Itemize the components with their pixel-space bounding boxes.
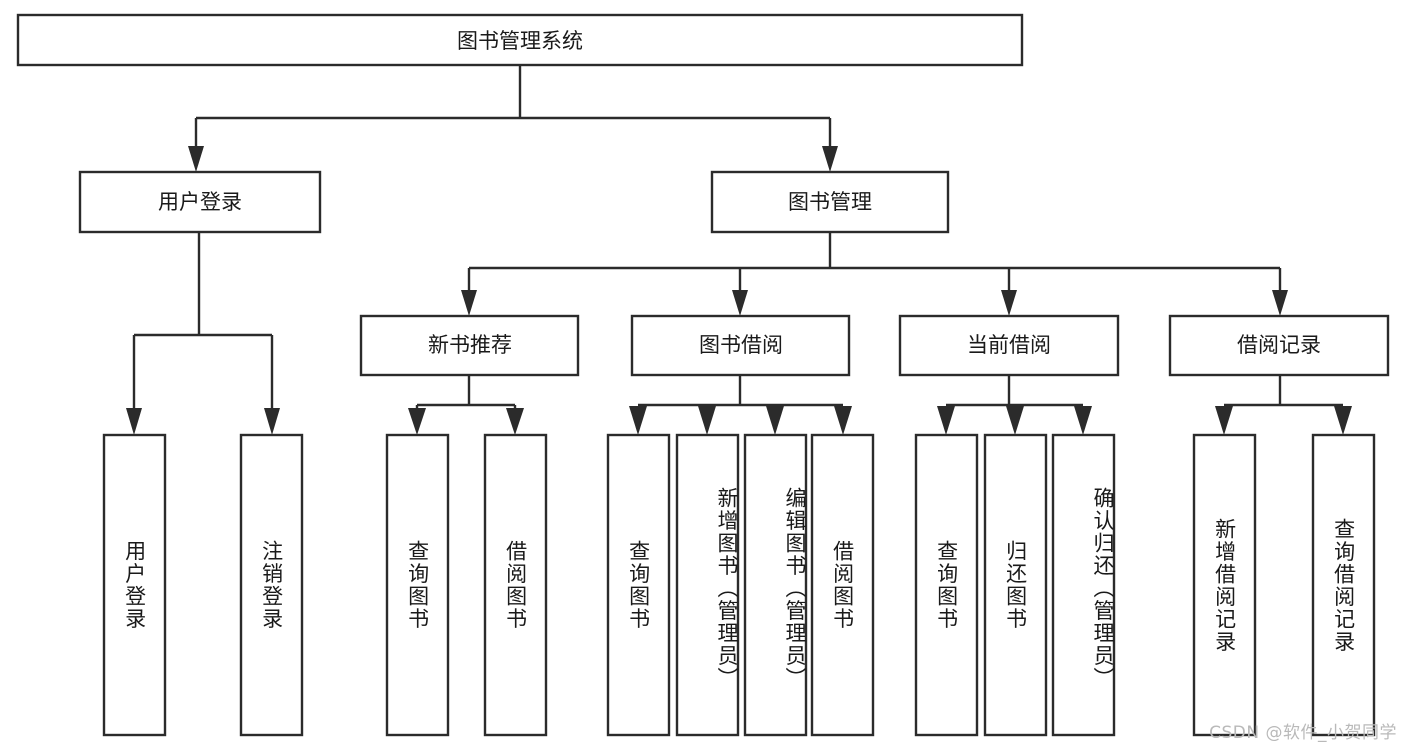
node-new-book-recommend[interactable]	[359, 314, 580, 377]
node-new-book-recommend-label: 新书推荐	[428, 333, 512, 357]
node-user-login[interactable]	[78, 170, 322, 234]
leaf-box-cb-query-book[interactable]	[914, 433, 979, 737]
leaf-box-bb-add-book[interactable]	[675, 433, 740, 737]
leaf-box-bb-edit-book[interactable]	[743, 433, 808, 737]
leaf-box-nbr-query-book[interactable]	[385, 433, 450, 737]
node-current-borrow-label: 当前借阅	[967, 333, 1051, 357]
leaf-box-logout[interactable]	[239, 433, 304, 737]
arrow-head-leaf-logout	[264, 408, 280, 435]
arrow-head-bb-leaf-4	[834, 406, 852, 435]
arrow-head-book-borrow	[732, 290, 748, 316]
arrow-head-bb-leaf-2	[698, 406, 716, 435]
node-layer: 图书管理系统 用户登录 图书管理 新书推荐 图书借阅 当前借阅 借阅记录	[16, 13, 1390, 737]
node-borrow-records[interactable]	[1168, 314, 1390, 377]
node-book-management-label: 图书管理	[788, 190, 872, 214]
leaf-box-br-query-record[interactable]	[1311, 433, 1376, 737]
arrow-head-book-mgmt	[822, 146, 838, 172]
arrow-head-br-leaf-1	[1215, 406, 1233, 435]
arrow-head-bb-leaf-3	[766, 406, 784, 435]
node-book-borrow[interactable]	[630, 314, 851, 377]
leaf-box-user-login[interactable]	[102, 433, 167, 737]
csdn-watermark: CSDN @软件_小贺同学	[1209, 723, 1397, 743]
leaf-box-br-add-record[interactable]	[1192, 433, 1257, 737]
leaf-box-cb-confirm-return[interactable]	[1051, 433, 1116, 737]
arrow-head-nbr-leaf-2	[506, 408, 524, 435]
arrow-head-leaf-user-login	[126, 408, 142, 435]
node-borrow-records-label: 借阅记录	[1237, 333, 1321, 357]
arrow-head-cb-leaf-2	[1006, 406, 1024, 435]
arrow-head-bb-leaf-1	[629, 406, 647, 435]
node-root-label: 图书管理系统	[457, 29, 583, 53]
connector-layer	[126, 65, 1352, 435]
arrow-head-nbr-leaf-1	[408, 408, 426, 435]
leaf-box-bb-query-book[interactable]	[606, 433, 671, 737]
node-book-management[interactable]	[710, 170, 950, 234]
node-current-borrow[interactable]	[898, 314, 1120, 377]
arrow-head-cb-leaf-1	[937, 406, 955, 435]
arrow-head-new-book-rec	[461, 290, 477, 316]
arrow-head-borrow-records	[1272, 290, 1288, 316]
node-root[interactable]	[16, 13, 1024, 67]
leaf-box-nbr-borrow-book[interactable]	[483, 433, 548, 737]
arrow-head-current-borrow	[1001, 290, 1017, 316]
arrow-head-br-leaf-2	[1334, 406, 1352, 435]
node-user-login-label: 用户登录	[158, 190, 242, 214]
arrow-head-cb-leaf-3	[1074, 406, 1092, 435]
node-book-borrow-label: 图书借阅	[699, 333, 783, 357]
leaf-box-cb-return-book[interactable]	[983, 433, 1048, 737]
leaf-box-bb-borrow-book[interactable]	[810, 433, 875, 737]
arrow-head-user-login	[188, 146, 204, 172]
